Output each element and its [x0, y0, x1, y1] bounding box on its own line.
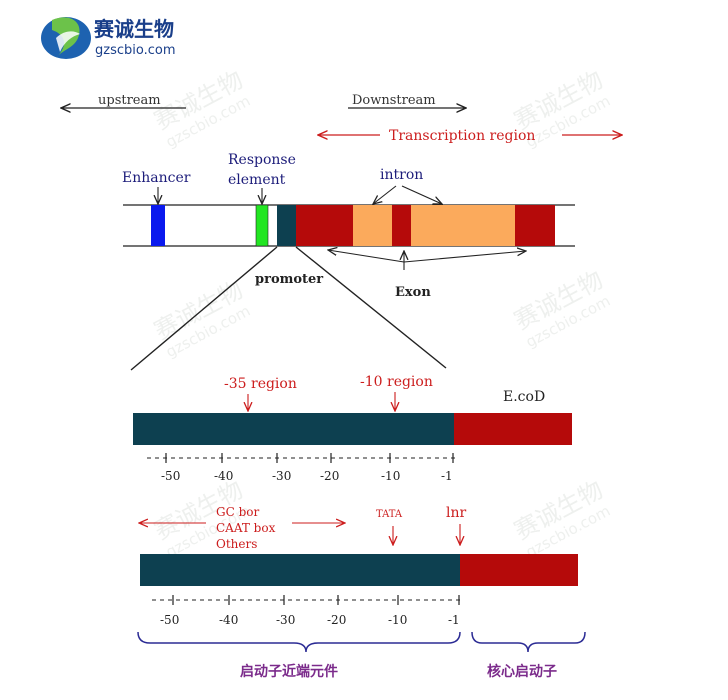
leaf-icon [41, 17, 91, 59]
eukaryote-promoter-bar [140, 554, 460, 586]
downstream-label: Downstream [352, 93, 436, 108]
axis2-tick-label: -50 [160, 613, 179, 627]
enhancer-label: Enhancer [122, 170, 191, 186]
intron-arrow-left [373, 185, 397, 204]
response-element-label-line1: Response [228, 152, 296, 168]
upstream-label: upstream [98, 93, 161, 108]
eukaryote-axis: -50 -40 -30 -20 -10 -1 [152, 595, 462, 627]
prokaryote-transcribed-bar [454, 413, 572, 445]
inr-label: lnr [446, 505, 466, 521]
zoom-line-left [130, 246, 278, 371]
promoter-label: promoter [255, 272, 323, 287]
minus10-region-label: -10 region [360, 374, 433, 390]
minus35-region-label: -35 region [224, 376, 297, 392]
prokaryote-promoter-bar [133, 413, 454, 445]
exon-label: Exon [395, 285, 431, 300]
intron-arrow-right [401, 185, 442, 204]
axis2-tick-label: -1 [448, 613, 460, 627]
axis2-tick-label: -30 [276, 613, 295, 627]
proximal-elements-brace [137, 631, 461, 653]
axis2-tick-label: -20 [327, 613, 346, 627]
eukaryote-transcribed-bar [460, 554, 578, 586]
axis2-tick-label: -40 [219, 613, 238, 627]
watermark-layer: 赛诚生物 gzscbio.com 赛诚生物 gzscbio.com 赛诚生物 g… [150, 66, 614, 562]
response-element-label-line2: element [228, 172, 286, 188]
proximal-elements-label: 启动子近端元件 [240, 663, 338, 680]
intron-block-1 [353, 205, 392, 246]
axis1-tick-label: -1 [441, 469, 453, 483]
ecod-label: E.coD [503, 389, 545, 405]
transcription-region-label: Transcription region [389, 128, 535, 144]
intron-label: intron [380, 167, 423, 183]
exon-block-3 [515, 205, 555, 246]
caat-box-label: CAAT box [216, 521, 276, 535]
axis1-tick-label: -50 [161, 469, 180, 483]
prokaryote-axis: -50 -40 -30 -20 -10 -1 [147, 453, 456, 483]
promoter-block [277, 205, 296, 246]
logo-name: 赛诚生物 [93, 17, 174, 41]
axis1-tick-label: -40 [214, 469, 233, 483]
zoom-line-right [295, 246, 447, 369]
enhancer-block [151, 205, 165, 246]
intron-block-2 [411, 205, 515, 246]
exon-arrow-left [328, 250, 405, 263]
axis2-tick-label: -10 [388, 613, 407, 627]
response-element-block [255, 204, 269, 247]
exon-block-2 [392, 205, 411, 246]
tata-label: TATA [376, 509, 403, 520]
axis1-tick-label: -20 [320, 469, 339, 483]
core-promoter-brace [471, 631, 586, 653]
gene-strip [123, 204, 575, 247]
logo-url: gzscbio.com [95, 43, 175, 58]
company-logo: 赛诚生物 gzscbio.com [41, 17, 175, 59]
axis1-tick-label: -10 [381, 469, 400, 483]
others-label: Others [216, 537, 257, 551]
core-promoter-label: 核心启动子 [487, 663, 557, 680]
axis1-tick-label: -30 [272, 469, 291, 483]
exon-arrow-right [403, 251, 526, 263]
gc-box-label: GC bor [216, 505, 259, 519]
exon-block-1 [296, 205, 353, 246]
